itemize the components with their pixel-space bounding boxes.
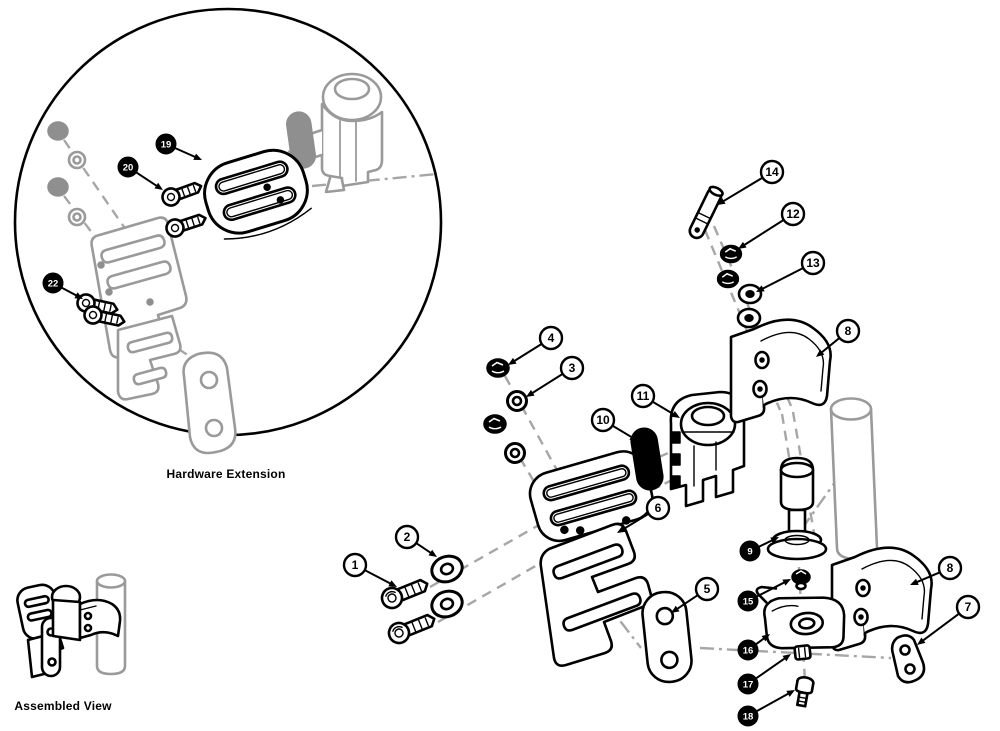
main-exploded-view — [377, 185, 933, 708]
callout-2: 2 — [394, 524, 437, 557]
callout-3: 3 — [526, 355, 585, 397]
ball-stud-plunger — [766, 456, 828, 561]
callout-15: 15 — [737, 579, 791, 612]
callout-13: 13 — [756, 250, 826, 292]
svg-text:8: 8 — [947, 561, 954, 575]
svg-text:12: 12 — [786, 207, 800, 221]
svg-text:11: 11 — [637, 389, 650, 403]
callout-11: 11 — [630, 383, 680, 418]
svg-text:20: 20 — [123, 162, 134, 173]
callout-8: 8 — [910, 555, 963, 585]
assembled-view-label: Assembled View — [14, 699, 112, 713]
assembled-view — [16, 573, 127, 679]
callout-16: 16 — [737, 634, 770, 661]
svg-text:6: 6 — [655, 501, 662, 515]
small-link-plate — [890, 634, 926, 684]
svg-text:16: 16 — [743, 645, 754, 656]
lock-nut — [791, 569, 811, 591]
latch-screw — [794, 676, 815, 708]
svg-text:4: 4 — [548, 331, 555, 345]
hardware-extension-detail — [13, 7, 443, 455]
callout-22: 22 — [42, 272, 83, 299]
callout-18: 18 — [737, 690, 795, 727]
cam-latch — [755, 585, 846, 650]
callout-7: 7 — [917, 594, 981, 645]
callout-10: 10 — [590, 407, 638, 441]
svg-text:14: 14 — [765, 165, 779, 179]
callout-12: 12 — [738, 201, 806, 249]
spacer-pad — [630, 427, 664, 491]
svg-text:9: 9 — [747, 546, 752, 557]
phantom-latch-housing — [308, 72, 384, 194]
svg-text:13: 13 — [806, 256, 820, 270]
svg-text:22: 22 — [48, 278, 59, 289]
assembled-mechanism — [16, 583, 122, 679]
svg-text:7: 7 — [965, 600, 972, 614]
phantom-frame-tube — [829, 397, 879, 561]
link-strap — [641, 590, 693, 684]
phantom-link-strap — [182, 351, 237, 455]
hex-bolts — [377, 573, 440, 648]
callout-8: 8 — [816, 318, 861, 357]
flat-washers — [426, 550, 468, 623]
svg-text:1: 1 — [352, 558, 359, 572]
extension-cover-plate — [203, 148, 312, 240]
latch-housing — [669, 390, 746, 508]
phantom-nut — [47, 177, 69, 197]
square-nut — [793, 644, 812, 661]
callout-9: 9 — [739, 537, 779, 562]
callout-14: 14 — [717, 159, 785, 205]
callout-5: 5 — [671, 576, 720, 613]
svg-text:3: 3 — [569, 361, 576, 375]
phantom-reference-parts — [47, 72, 438, 455]
nut-washer-column — [483, 358, 528, 464]
phantom-nut — [47, 121, 69, 141]
callout-19: 19 — [155, 133, 202, 160]
svg-text:17: 17 — [743, 679, 754, 690]
tube-clamp-upper — [729, 318, 832, 424]
svg-text:5: 5 — [704, 582, 711, 596]
clevis-pin — [688, 185, 724, 240]
callout-1: 1 — [342, 552, 397, 587]
callout-4: 4 — [508, 325, 564, 365]
svg-text:8: 8 — [845, 324, 852, 338]
svg-text:18: 18 — [743, 711, 754, 722]
hardware-extension-label: Hardware Extension — [167, 467, 286, 481]
svg-text:10: 10 — [596, 413, 610, 427]
callout-20: 20 — [117, 156, 163, 190]
svg-text:2: 2 — [404, 530, 411, 544]
svg-text:15: 15 — [743, 596, 754, 607]
tube-clamp-lower — [830, 546, 933, 652]
callout-17: 17 — [737, 654, 791, 695]
callout-6: 6 — [617, 495, 671, 533]
cup-washers — [736, 283, 763, 329]
svg-text:19: 19 — [161, 139, 172, 150]
phantom-spacer-pad — [286, 111, 316, 169]
